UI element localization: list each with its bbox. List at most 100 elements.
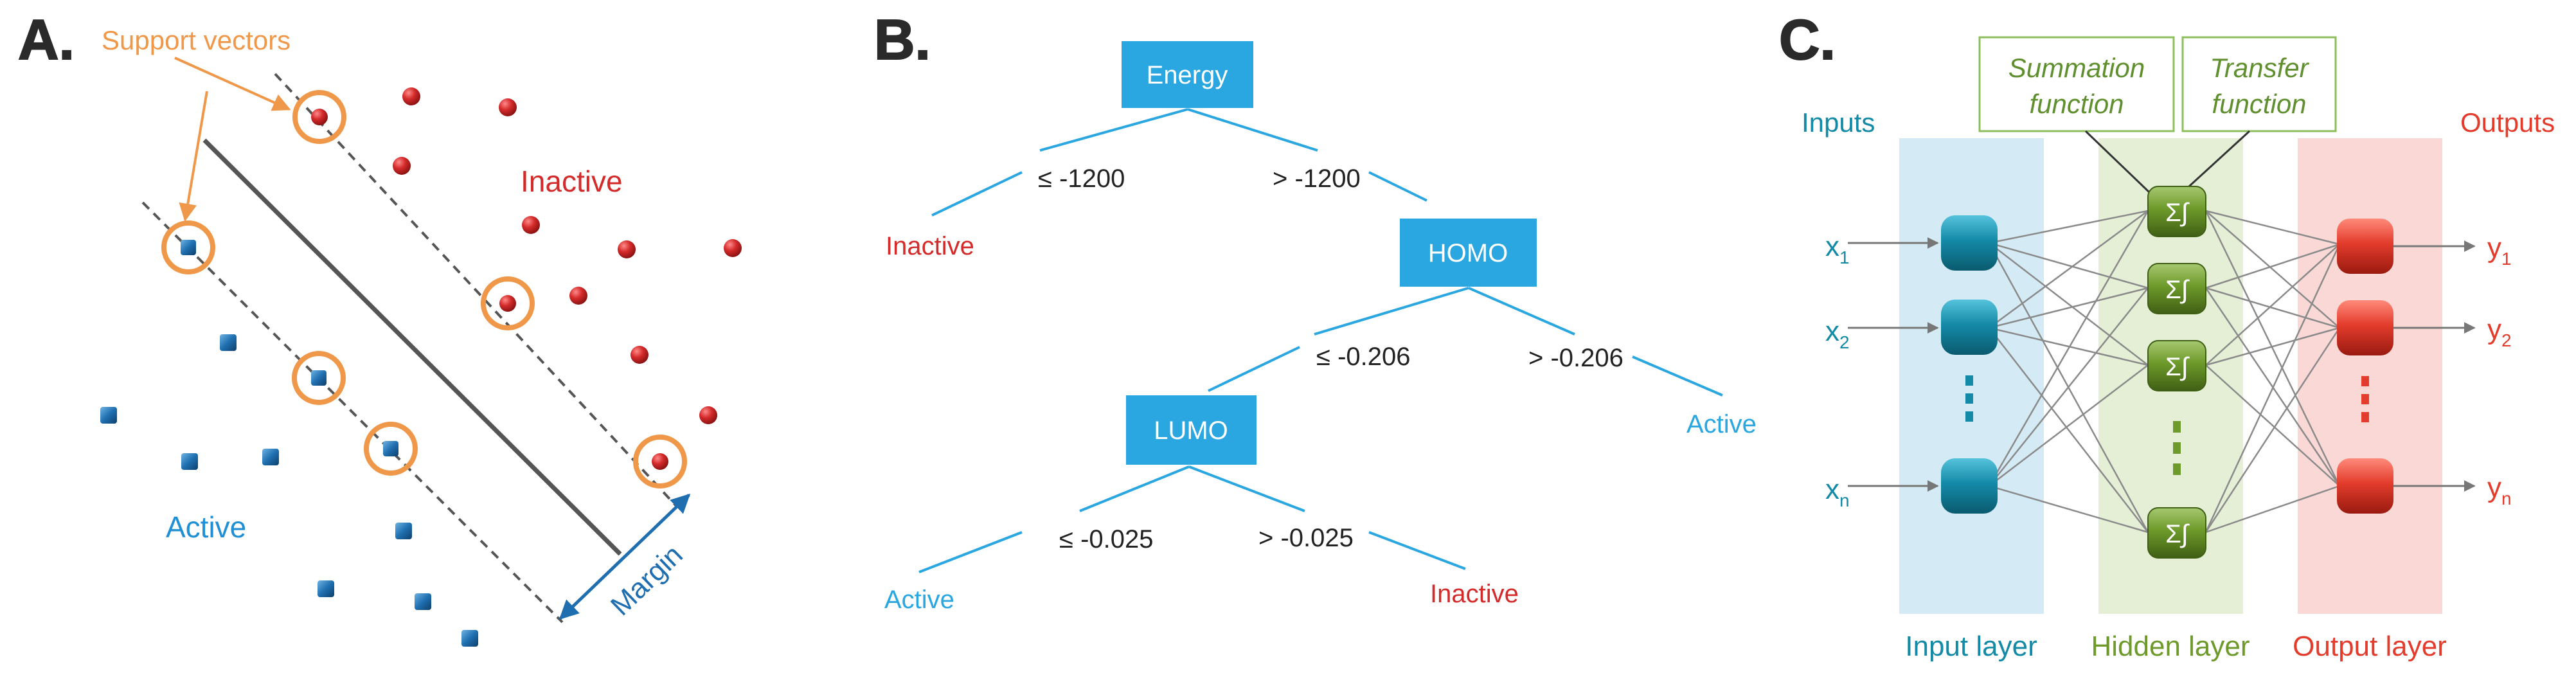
condition-homo-right: > -0.206 [1528, 344, 1623, 372]
output-node [2337, 458, 2393, 514]
hidden-node [2147, 507, 2206, 559]
decision-boundary [202, 138, 622, 556]
hidden-layer-label: Hidden layer [2091, 631, 2250, 662]
summation-function-line2: function [2029, 89, 2124, 119]
output-ellipsis [2361, 394, 2369, 404]
lower-margin-line [141, 201, 564, 624]
tree-edge-lumo-right-leaf [1368, 531, 1466, 570]
tree-node-homo-label: HOMO [1428, 239, 1508, 267]
support-vectors-label: Support vectors [102, 25, 291, 55]
upper-margin-line [274, 73, 677, 507]
input-node [1941, 458, 1998, 514]
inputs-title: Inputs [1802, 107, 1875, 138]
tree-edge-homo-left [1314, 287, 1469, 336]
transfer-pointer [2181, 130, 2251, 194]
output-nodes [2337, 219, 2393, 514]
condition-root-right: > -1200 [1273, 165, 1361, 193]
transfer-function-box [2181, 36, 2337, 132]
summation-pointer [2084, 130, 2151, 194]
input-label-x2: x2 [1825, 316, 1850, 352]
input-node [1941, 215, 1998, 271]
leaf-homo-right: Active [1686, 410, 1757, 438]
tree-node-energy [1122, 41, 1253, 108]
tree-node-energy-label: Energy [1147, 61, 1228, 89]
support-vectors [161, 90, 687, 489]
condition-lumo-left: ≤ -0.025 [1059, 525, 1153, 553]
inactive-point [699, 406, 717, 424]
output-ellipsis [2361, 376, 2369, 386]
active-point [181, 453, 198, 470]
inactive-point [499, 98, 517, 116]
input-ellipsis [1965, 393, 1973, 404]
active-point [395, 523, 412, 539]
panel-c: C. Summation function Transfer function … [1778, 7, 2555, 662]
hidden-ellipsis [2173, 442, 2181, 454]
tree-edge-lumo-left-leaf [918, 531, 1023, 573]
tree-edge-lumo-right [1188, 465, 1305, 512]
support-vector-point [652, 453, 668, 470]
support-vector-point [383, 441, 398, 456]
tree-node-homo [1400, 219, 1537, 287]
hidden-node-symbol: Σ∫ [2165, 276, 2190, 304]
support-vector-ring [292, 90, 346, 144]
condition-lumo-right: > -0.025 [1258, 524, 1354, 552]
inactive-point [569, 287, 587, 305]
tree-edges [918, 108, 1723, 573]
hidden-ellipsis [2173, 421, 2181, 433]
support-vector-point [181, 240, 196, 255]
panel-a-letter: A. [18, 8, 75, 71]
tree-edge-homo-right-leaf [1632, 355, 1723, 397]
support-vector-point [311, 370, 326, 386]
input-labels: x1 x2 xn [1825, 231, 1850, 510]
output-node [2337, 219, 2393, 274]
hidden-node-symbol: Σ∫ [2165, 199, 2190, 227]
support-vector-ring [633, 435, 687, 489]
output-labels: y1 y2 yn [2487, 232, 2512, 508]
panel-a: A. Support vectors Margin Inactive Activ… [17, 7, 742, 647]
leaf-lumo-right: Inactive [1430, 580, 1519, 608]
inactive-point [393, 157, 411, 175]
panel-b: B. Energy HOMO LUMO ≤ -1200 > -1200 Inac… [873, 7, 1757, 614]
input-node [1941, 300, 1998, 355]
summation-function-box [1978, 36, 2175, 132]
output-label-y2: y2 [2487, 314, 2512, 350]
output-layer-label: Output layer [2293, 631, 2447, 662]
connections [1988, 210, 2341, 534]
active-point [262, 449, 279, 465]
active-points [100, 334, 478, 647]
input-nodes [1941, 215, 1998, 514]
input-layer-label: Input layer [1905, 631, 2037, 662]
input-label-xn: xn [1825, 474, 1850, 510]
input-ellipsis [1965, 411, 1973, 422]
hidden-node [2147, 340, 2206, 391]
tree-edge-lumo-left [1079, 465, 1190, 512]
condition-homo-left: ≤ -0.206 [1316, 343, 1410, 371]
condition-root-left: ≤ -1200 [1038, 165, 1125, 193]
panel-b-letter: B. [874, 8, 931, 71]
hidden-nodes: Σ∫ Σ∫ Σ∫ Σ∫ [2147, 186, 2206, 559]
inactive-point [724, 239, 742, 257]
input-label-x1: x1 [1825, 231, 1850, 267]
transfer-function-line2: function [2212, 89, 2306, 119]
tree-edge-root-left-leaf [931, 171, 1023, 217]
output-ellipsis [2361, 412, 2369, 422]
inactive-point [631, 346, 648, 364]
tree-edge-root-right [1187, 108, 1318, 152]
tree-edge-root-right-homo [1368, 171, 1427, 202]
tree-node-lumo-label: LUMO [1154, 417, 1228, 445]
support-vector-ring [364, 422, 418, 476]
tree-edge-root-left [1039, 108, 1188, 152]
hidden-node-symbol: Σ∫ [2165, 520, 2190, 548]
output-label-y1: y1 [2487, 232, 2512, 269]
hidden-node [2147, 186, 2206, 237]
panel-c-letter: C. [1779, 8, 1836, 71]
inactive-points [393, 87, 742, 424]
support-vector-ring [481, 276, 535, 330]
leaf-root-left: Inactive [886, 232, 974, 260]
support-vector-ring [161, 220, 215, 274]
support-vector-point [311, 109, 328, 125]
inactive-point [522, 216, 540, 234]
support-vector-arrow-upper [174, 57, 291, 111]
hidden-ellipsis [2173, 463, 2181, 475]
